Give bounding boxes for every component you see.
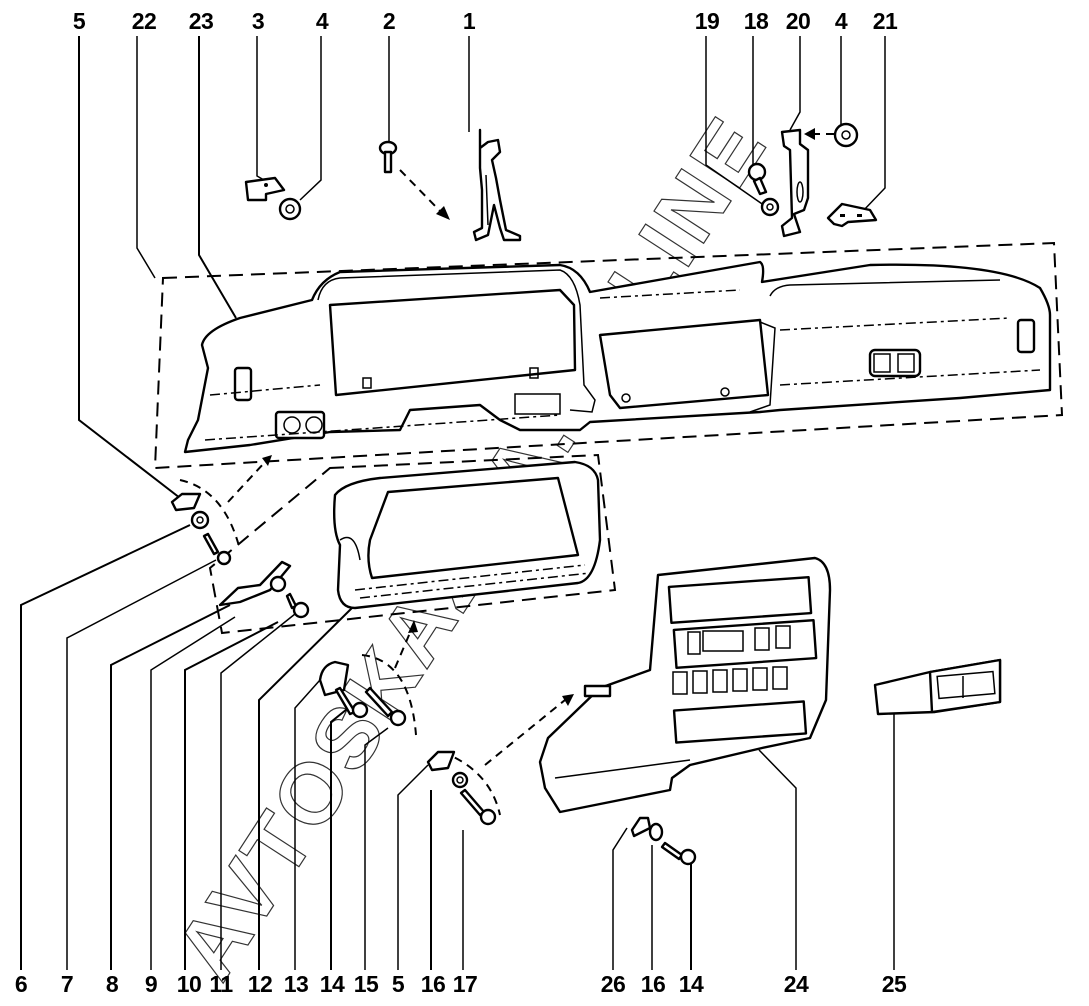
callout-14: 14	[319, 971, 345, 997]
part-14-screw	[334, 686, 369, 719]
callout-1: 1	[462, 8, 476, 34]
leader-24	[758, 749, 797, 970]
fastener-group-left	[170, 455, 272, 566]
callout-11: 11	[209, 971, 233, 997]
callout-6: 6	[14, 971, 28, 997]
part-5-clip	[170, 492, 202, 512]
callout-4-top: 4	[315, 8, 329, 34]
leader-9	[150, 616, 236, 970]
part-19-washer	[760, 197, 780, 217]
leader-10	[184, 621, 279, 970]
leader-20	[789, 36, 801, 131]
callout-16: 16	[420, 971, 446, 997]
part-24-center-console	[538, 556, 832, 814]
part-16b-washer	[648, 822, 664, 842]
part-6-washer	[190, 510, 210, 530]
callout-24: 24	[783, 971, 809, 997]
leader-23	[198, 36, 237, 319]
leader-11	[220, 613, 296, 970]
callout-3: 3	[251, 8, 265, 34]
leader-12	[258, 604, 356, 970]
callout-8: 8	[105, 971, 119, 997]
part-25-storage-tray	[873, 658, 1002, 716]
leader-3	[256, 36, 265, 181]
leader-21	[861, 36, 886, 213]
leader-4	[299, 36, 322, 201]
leader-22	[136, 36, 156, 279]
callout-19: 19	[694, 8, 720, 34]
leader-5-top	[78, 36, 181, 499]
callout-22: 22	[131, 8, 157, 34]
part-2-bolt	[378, 140, 450, 220]
callout-10: 10	[176, 971, 202, 997]
callout-2: 2	[382, 8, 396, 34]
part-15-screw	[364, 686, 407, 727]
part-23-instrument-panel	[183, 260, 1052, 454]
part-9-bracket	[218, 560, 292, 607]
callout-25: 25	[881, 971, 907, 997]
leader-13	[294, 679, 321, 970]
part-10-washer	[269, 575, 287, 593]
callout-14b: 14	[678, 971, 704, 997]
leader-8	[110, 604, 231, 970]
fastener-group-console-bottom	[630, 816, 697, 866]
leader-14	[330, 704, 353, 970]
callout-15: 15	[353, 971, 379, 997]
callout-13: 13	[283, 971, 309, 997]
part-3-bracket-plate	[244, 176, 286, 202]
callout-5-bot: 5	[391, 971, 405, 997]
part-4-nut	[278, 197, 302, 221]
part-20-right-bracket	[780, 128, 834, 238]
part-14b-screw	[660, 841, 697, 866]
leader-lines-top	[78, 36, 886, 499]
callout-7: 7	[60, 971, 74, 997]
part-11-screw	[285, 592, 310, 619]
part-26-clip	[630, 816, 652, 838]
callout-12: 12	[247, 971, 273, 997]
part-18-bolt	[747, 162, 768, 196]
callout-9: 9	[144, 971, 158, 997]
panel-assembly-boundary	[153, 241, 1064, 470]
callout-4b-top: 4	[834, 8, 848, 34]
part-17-screw	[459, 788, 497, 826]
part-13-clip	[318, 660, 350, 697]
part-4b-nut	[833, 122, 859, 148]
callout-5-top: 5	[72, 8, 86, 34]
leader-7	[66, 559, 217, 970]
part-12-cluster-bezel	[332, 460, 602, 610]
leader-6	[20, 524, 191, 970]
callout-21: 21	[872, 8, 898, 34]
callout-23: 23	[188, 8, 214, 34]
part-7-screw	[202, 532, 232, 566]
fastener-group-console-left	[426, 694, 574, 826]
part-21-bracket-plate	[826, 202, 878, 228]
part-16-washer	[451, 771, 469, 789]
callout-17: 17	[452, 971, 478, 997]
leader-15	[364, 727, 389, 970]
assembly-boundaries	[153, 241, 1064, 635]
callout-20: 20	[785, 8, 811, 34]
part-1-left-bracket	[472, 128, 522, 242]
fastener-group-bezel	[218, 560, 310, 619]
part-5b-clip	[426, 750, 456, 772]
leader-lines-bottom	[20, 524, 895, 970]
leader-26	[612, 827, 628, 970]
bezel-assembly-boundary	[208, 453, 617, 635]
leader-5-bot	[397, 764, 429, 970]
fastener-group-lower	[318, 620, 418, 736]
callout-26: 26	[600, 971, 626, 997]
leader-19	[705, 36, 769, 209]
callout-18: 18	[743, 8, 769, 34]
callout-16b: 16	[640, 971, 666, 997]
